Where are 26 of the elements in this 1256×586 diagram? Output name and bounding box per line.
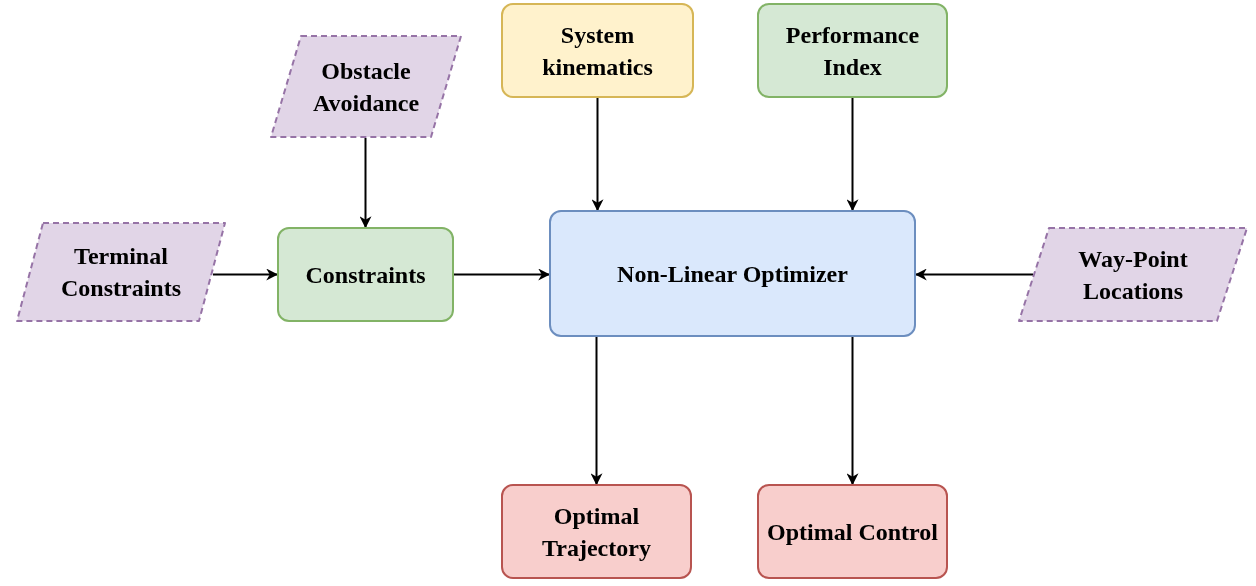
output-box (501, 484, 692, 579)
arrow (914, 268, 1034, 281)
node-label: Optimal Trajectory (541, 501, 652, 563)
node-label: Optimal Control (767, 517, 938, 547)
process-box (757, 3, 948, 98)
arrow (591, 97, 604, 212)
input-parallelogram (1018, 227, 1248, 322)
node-label: Obstacle Avoidance (311, 56, 421, 118)
input-parallelogram (270, 35, 462, 138)
optimizer-box (549, 210, 916, 337)
arrow (212, 268, 279, 281)
arrow (846, 336, 859, 486)
arrow (590, 336, 603, 486)
arrow (846, 97, 859, 212)
process-box (277, 227, 454, 322)
node-label: Non-Linear Optimizer (617, 259, 848, 289)
node-label: Constraints (305, 260, 426, 290)
input-parallelogram (16, 222, 226, 322)
node-label: Performance Index (784, 20, 921, 82)
process-box (501, 3, 694, 98)
node-label: System kinematics (541, 20, 654, 82)
output-box (757, 484, 948, 579)
arrow (359, 137, 372, 229)
node-label: Terminal Constraints (60, 242, 182, 303)
arrow (453, 268, 551, 281)
node-label: Way-Point Locations (1077, 244, 1189, 306)
